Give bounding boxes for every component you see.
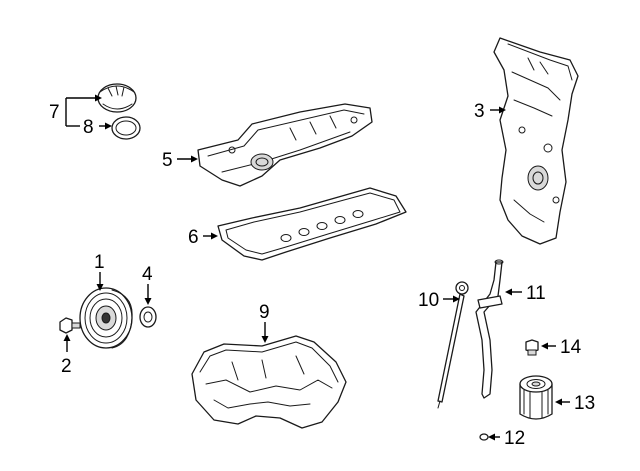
callout-3: 3	[474, 101, 485, 122]
callout-9: 9	[259, 302, 270, 323]
callout-13: 13	[574, 393, 595, 414]
callout-10: 10	[418, 290, 439, 311]
callout-8: 8	[83, 117, 94, 138]
callout-labels: 7 8 5 6 3 1 4 2 9 10 11 14 13 12	[49, 101, 595, 449]
dipstick-icon[interactable]	[437, 281, 469, 409]
callout-6: 6	[188, 227, 199, 248]
timing-cover-icon[interactable]	[493, 37, 579, 245]
callout-7: 7	[49, 102, 60, 123]
callout-1: 1	[94, 252, 105, 273]
callout-12: 12	[504, 428, 525, 449]
valve-cover-icon[interactable]	[197, 103, 373, 187]
pulley-bolt-icon[interactable]	[59, 317, 81, 334]
oil-filler-cap-icon[interactable]	[97, 83, 137, 113]
filler-cap-gasket-icon[interactable]	[111, 116, 141, 140]
tube-seal-icon[interactable]	[479, 433, 489, 441]
callout-11: 11	[526, 283, 546, 304]
front-seal-icon[interactable]	[139, 306, 157, 328]
callout-4: 4	[142, 264, 153, 285]
callout-5: 5	[162, 150, 173, 171]
oil-pan-icon[interactable]	[191, 335, 347, 429]
leader-lines	[63, 94, 570, 441]
oil-filter-icon[interactable]	[519, 375, 553, 420]
callout-14: 14	[560, 337, 582, 358]
crankshaft-pulley-icon[interactable]	[79, 287, 133, 349]
dipstick-tube-icon[interactable]	[475, 259, 504, 399]
callout-2: 2	[61, 356, 72, 377]
drain-plug-icon[interactable]	[525, 339, 539, 356]
valve-cover-gasket-icon[interactable]	[217, 187, 407, 261]
